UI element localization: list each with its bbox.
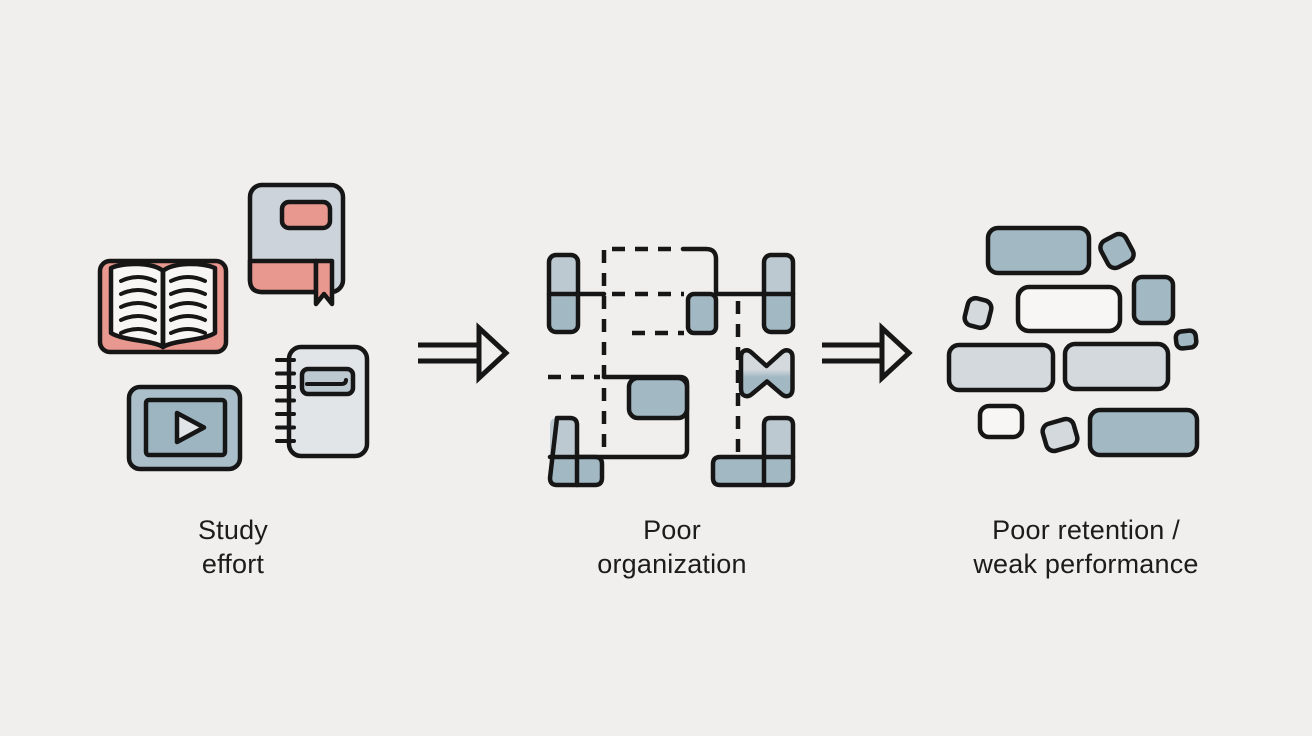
label-line: Poor retention / [992,515,1180,545]
fragment-top-right [1098,231,1136,271]
flow-node-center [626,375,690,421]
spiral-notebook-icon [275,344,370,459]
poor-organization-illustration [546,246,796,488]
flow-node-bottom-left [547,415,605,488]
flow-node-top-left [546,252,581,335]
arrow-2 [822,322,913,384]
block-top [985,225,1092,276]
flow-node-middle-small [685,291,719,336]
label-line: Study [197,515,269,545]
fragment-left [962,295,994,331]
poor-organization-label: Poor organization [522,513,822,581]
flow-node-bottom-right [710,415,796,488]
open-book-icon [97,258,229,355]
tangle-icon [738,348,795,399]
dashed-connectors [548,246,741,458]
block-mid-right [1062,341,1171,392]
block-outline-upper [1015,284,1123,334]
study-effort-illustration [97,182,370,472]
label-line: effort [201,549,265,579]
poor-retention-illustration [946,225,1200,458]
block-mid-left [946,342,1056,393]
video-player-icon [126,384,243,472]
spiral-rings [275,358,296,443]
bookmark-notebook-icon [247,182,346,307]
label-line: weak performance [973,549,1199,579]
label-line: organization [597,549,747,579]
fragment-bottom [1040,416,1080,454]
flow-node-top-right [761,252,796,335]
fragment-far-right [1173,328,1199,351]
block-small-outline [977,403,1025,440]
label-line: Poor [643,515,701,545]
arrow-1 [418,322,510,384]
block-small-right [1131,274,1176,326]
block-bottom-right [1087,407,1200,458]
study-effort-label: Study effort [83,513,383,581]
poor-retention-label: Poor retention / weak performance [926,513,1246,581]
